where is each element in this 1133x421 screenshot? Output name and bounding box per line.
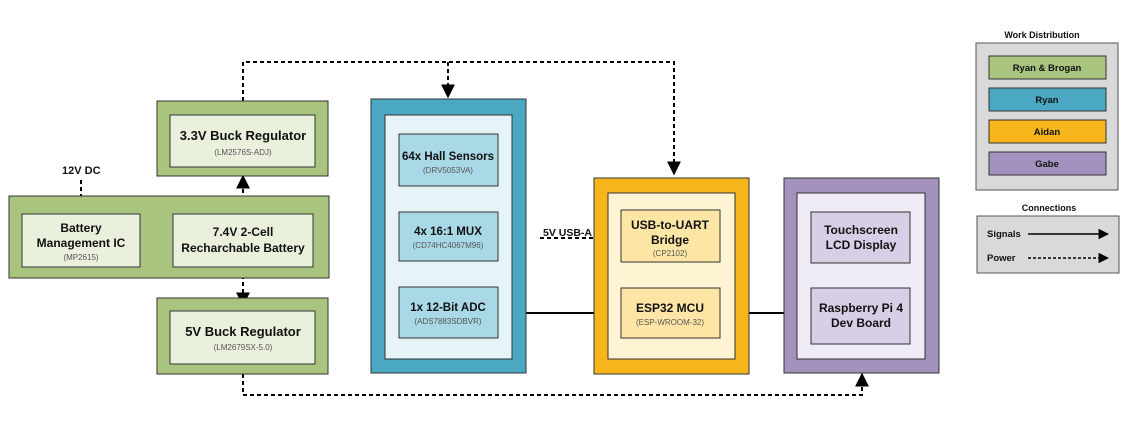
work-legend-label: Gabe (1035, 159, 1059, 170)
work-legend-swatch (988, 87, 1107, 112)
work-legend-label: Ryan & Brogan (1013, 63, 1082, 74)
sensing-subsystem: 64x Hall Sensors (DRV5053VA) 4x 16:1 MUX… (370, 98, 527, 374)
uart-bridge-block (620, 209, 721, 263)
uart-title-line2: Bridge (651, 233, 689, 247)
mux-title: 4x 16:1 MUX (414, 226, 482, 238)
esp-title: ESP32 MCU (636, 301, 704, 315)
work-legend-swatch (988, 151, 1107, 176)
battery-title-line2: Recharchable Battery (181, 241, 305, 255)
signals-legend-label: Signals (987, 229, 1021, 240)
display-subsystem: Touchscreen LCD Display Raspberry Pi 4 D… (783, 177, 940, 374)
usb-input-label: 5V USB-A (543, 227, 592, 239)
power-legend-label: Power (987, 253, 1016, 264)
work-legend-swatch (988, 55, 1107, 80)
bms-block (21, 213, 141, 268)
adc-part: (ADS7883SDBVR) (414, 317, 481, 326)
reg33-block (169, 114, 316, 168)
uart-title-line1: USB-to-UART (631, 218, 710, 232)
battery-title-line1: 7.4V 2-Cell (213, 225, 274, 239)
pi-title-line1: Raspberry Pi 4 (819, 301, 903, 315)
conn-legend-title: Connections (1022, 203, 1077, 213)
work-legend-label: Ryan (1035, 95, 1058, 106)
battery-block (172, 213, 314, 268)
bms-part: (MP2615) (63, 253, 98, 262)
lcd-title-line2: LCD Display (826, 238, 897, 252)
mux-part: (CD74HC4067M96) (413, 241, 484, 250)
conn-legend-box (976, 215, 1120, 274)
power-subsystem: 12V DC Battery Management IC (MP2615) 7.… (8, 100, 330, 375)
power-line-3v3-to-uart (242, 61, 681, 176)
pi-title-line2: Dev Board (831, 316, 891, 330)
reg5-block (169, 310, 316, 365)
power-line-5v-to-pi (242, 372, 869, 396)
hall-part: (DRV5053VA) (423, 166, 473, 175)
work-legend-label: Aidan (1034, 127, 1061, 138)
bms-title-line1: Battery (60, 221, 102, 235)
work-legend-title: Work Distribution (1004, 30, 1079, 40)
adc-block (398, 286, 499, 339)
mcu-subsystem: USB-to-UART Bridge (CP2102) ESP32 MCU (E… (543, 177, 750, 375)
esp-part: (ESP-WROOM-32) (636, 318, 704, 327)
work-legend-swatch (988, 119, 1107, 144)
input-12v-label: 12V DC (62, 165, 101, 177)
connections-legend: Connections Signals Power (976, 203, 1120, 274)
reg5-part: (LM2679SX-5.0) (214, 343, 273, 352)
esp32-block (620, 287, 721, 339)
lcd-block (810, 211, 911, 264)
pi-block (810, 287, 911, 345)
work-distribution-legend: Work Distribution Ryan & BroganRyanAidan… (975, 30, 1119, 191)
reg33-title: 3.3V Buck Regulator (180, 128, 306, 143)
lcd-title-line1: Touchscreen (824, 223, 898, 237)
uart-part: (CP2102) (653, 249, 688, 258)
adc-title: 1x 12-Bit ADC (410, 302, 486, 314)
mux-block (398, 211, 499, 262)
hall-title: 64x Hall Sensors (402, 151, 494, 163)
reg33-part: (LM2576S-ADJ) (214, 148, 272, 157)
reg5-title: 5V Buck Regulator (185, 324, 301, 339)
bms-title-line2: Management IC (37, 236, 126, 250)
hall-sensors-block (398, 133, 499, 187)
